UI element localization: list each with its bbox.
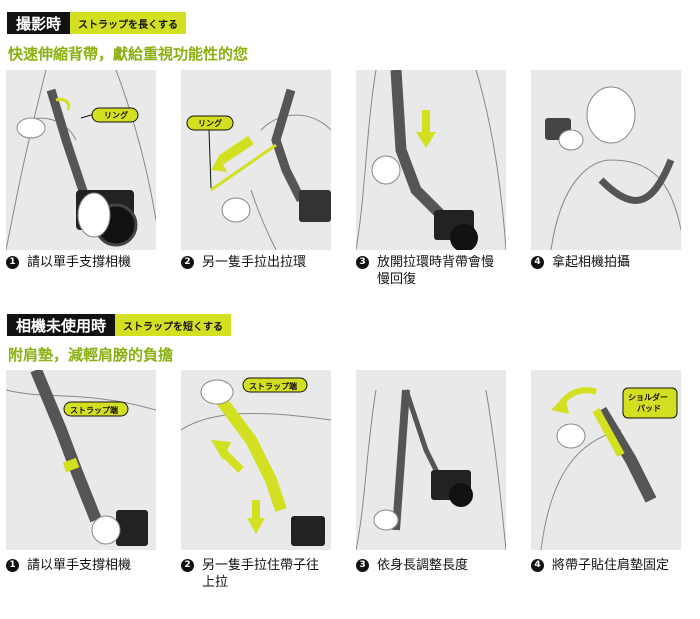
step-text: 將帶子貼住肩墊固定 xyxy=(552,558,670,573)
step-number: 4 xyxy=(531,559,544,572)
step-image-1-1: リング xyxy=(6,70,156,250)
section2-header: 相機未使用時 ストラップを短くする xyxy=(7,314,232,336)
step-text: 另一隻手拉出拉環 xyxy=(202,255,307,270)
step-image-1-3 xyxy=(356,70,506,250)
callout-shoulder-pad-line2: パッド xyxy=(637,404,661,413)
callout-ring-1: リング xyxy=(104,111,128,120)
step-caption-1-1: 1 請以單手支撐相機 xyxy=(6,254,145,271)
step-caption-2-3: 3 依身長調整長度 xyxy=(356,557,495,574)
section1-tag: ストラップを長くする xyxy=(70,12,187,34)
section2-tag: ストラップを短くする xyxy=(115,314,232,336)
section1-subtitle: 快速伸縮背帶，獻給重視功能性的您 xyxy=(8,45,249,63)
step-image-2-2: ストラップ端 xyxy=(181,370,331,550)
step-caption-1-2: 2 另一隻手拉出拉環 xyxy=(181,254,320,271)
step-text: 另一隻手拉住帶子往上拉 xyxy=(202,558,320,590)
step-image-1-2: リング xyxy=(181,70,331,250)
step-number: 2 xyxy=(181,559,194,572)
section1-title: 撮影時 xyxy=(7,12,71,34)
callout-ring-2: リング xyxy=(198,119,222,128)
step-caption-2-4: 4 將帶子貼住肩墊固定 xyxy=(531,557,670,574)
step-text: 請以單手支撐相機 xyxy=(27,255,132,270)
step-number: 3 xyxy=(356,256,369,269)
step-number: 4 xyxy=(531,256,544,269)
section1-header: 撮影時 ストラップを長くする xyxy=(7,12,187,34)
step-text: 放開拉環時背帶會慢慢回復 xyxy=(377,255,495,287)
step-image-2-3 xyxy=(356,370,506,550)
step-caption-2-1: 1 請以單手支撐相機 xyxy=(6,557,145,574)
section2-title: 相機未使用時 xyxy=(7,314,116,336)
step-number: 1 xyxy=(6,559,19,572)
step-number: 1 xyxy=(6,256,19,269)
step-caption-2-2: 2 另一隻手拉住帶子往上拉 xyxy=(181,557,320,591)
step-image-2-4: ショルダー パッド xyxy=(531,370,681,550)
callout-shoulder-pad-line1: ショルダー xyxy=(628,393,668,402)
step-number: 3 xyxy=(356,559,369,572)
step-caption-1-4: 4 拿起相機拍攝 xyxy=(531,254,670,271)
step-text: 拿起相機拍攝 xyxy=(552,255,631,270)
step-text: 依身長調整長度 xyxy=(377,558,469,573)
callout-strap-end-1: ストラップ端 xyxy=(70,406,118,415)
section2-subtitle: 附肩墊，減輕肩膀的負擔 xyxy=(8,346,174,364)
step-image-1-4 xyxy=(531,70,681,250)
step-caption-1-3: 3 放開拉環時背帶會慢慢回復 xyxy=(356,254,495,288)
step-number: 2 xyxy=(181,256,194,269)
step-text: 請以單手支撐相機 xyxy=(27,558,132,573)
step-image-2-1: ストラップ端 xyxy=(6,370,156,550)
callout-strap-end-2: ストラップ端 xyxy=(249,382,297,391)
